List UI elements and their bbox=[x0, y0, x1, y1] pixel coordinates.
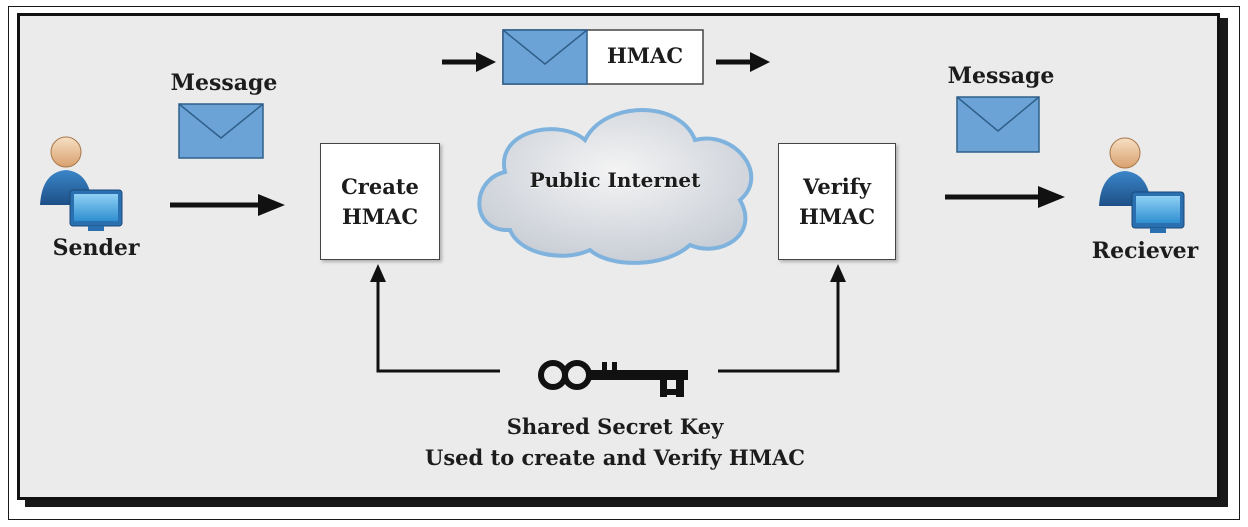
public-internet-cloud bbox=[477, 108, 754, 265]
shared-key-title: Shared Secret Key bbox=[506, 414, 724, 439]
receiver-user-icon bbox=[1099, 137, 1185, 233]
verify-hmac-box: Verify HMAC bbox=[778, 143, 896, 260]
sender-user-icon bbox=[40, 136, 123, 231]
message-envelope-icon-left bbox=[178, 103, 264, 159]
create-hmac-box: Create HMAC bbox=[320, 143, 440, 260]
sender-label: Sender bbox=[52, 235, 140, 261]
packet-arrow-in bbox=[442, 52, 496, 72]
cloud-label: Public Internet bbox=[529, 168, 701, 192]
shared-key-subtitle: Used to create and Verify HMAC bbox=[425, 445, 805, 470]
key-icon bbox=[538, 360, 688, 397]
create-hmac-line1: Create bbox=[341, 173, 419, 199]
verify-to-receiver-arrow bbox=[945, 186, 1065, 208]
verify-hmac-line1: Verify bbox=[802, 173, 871, 199]
sender-to-create-arrow bbox=[170, 194, 285, 216]
key-to-create-connector bbox=[370, 264, 500, 373]
create-hmac-line2: HMAC bbox=[341, 203, 419, 229]
verify-hmac-line2: HMAC bbox=[798, 203, 876, 229]
hmac-packet bbox=[502, 29, 704, 85]
message-label-left: Message bbox=[170, 70, 278, 96]
key-to-verify-connector bbox=[718, 264, 846, 373]
receiver-label: Reciever bbox=[1091, 238, 1199, 264]
message-envelope-icon-right bbox=[956, 96, 1040, 153]
packet-hmac-label: HMAC bbox=[606, 43, 684, 68]
packet-arrow-out bbox=[716, 52, 770, 72]
message-label-right: Message bbox=[947, 63, 1055, 89]
